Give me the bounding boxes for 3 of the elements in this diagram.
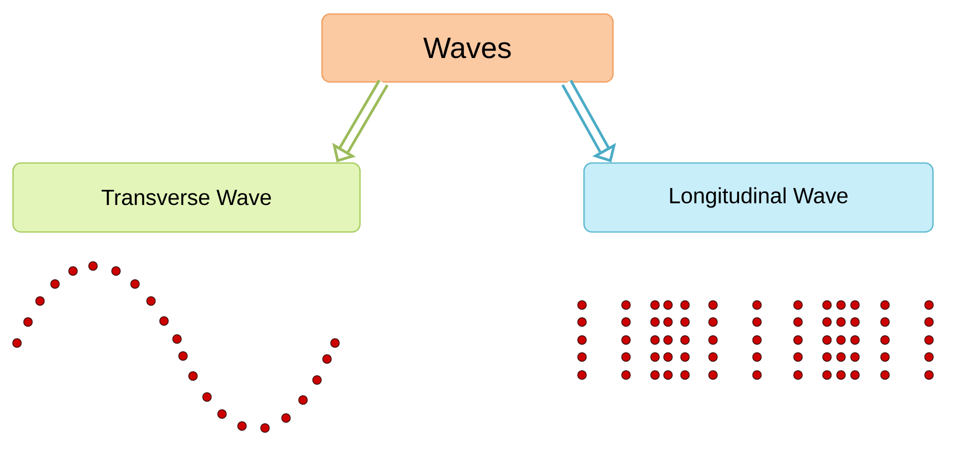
category-box: Waves xyxy=(321,13,614,83)
category-box: Longitudinal Wave xyxy=(583,162,934,233)
category-box: Transverse Wave xyxy=(12,162,361,233)
